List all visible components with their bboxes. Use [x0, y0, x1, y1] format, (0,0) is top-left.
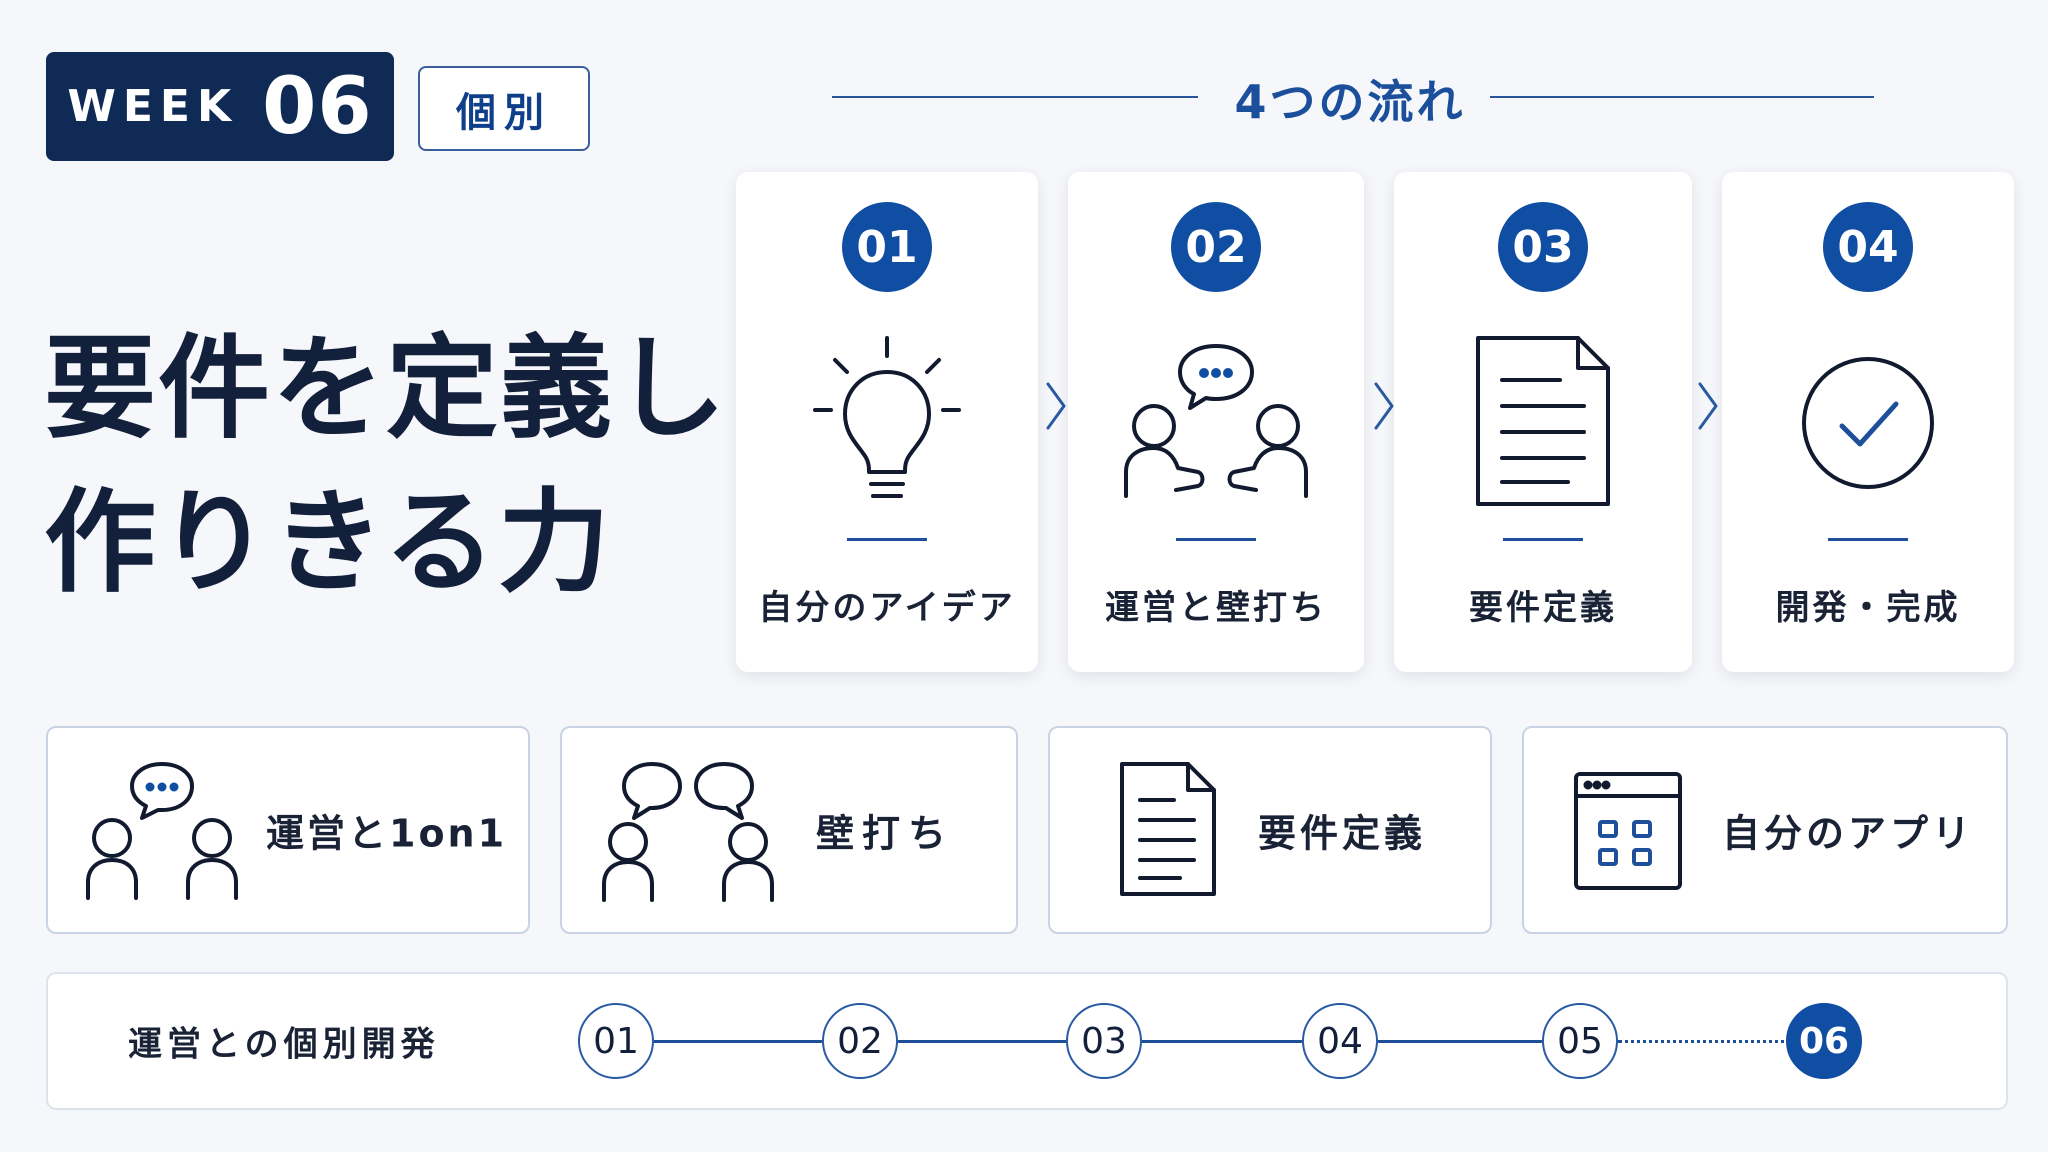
week-number: 06 — [262, 61, 373, 152]
lightbulb-icon — [807, 332, 967, 516]
item-box-my-app: 自分のアプリ — [1522, 726, 2008, 934]
item-label-my-app: 自分のアプリ — [1722, 811, 1975, 856]
item-box-1on1: 運営と1on1 — [46, 726, 530, 934]
flow-heading: 4つの流れ — [1234, 75, 1466, 129]
page-title-line-1: 要件を定義し — [44, 324, 728, 454]
discussion-icon — [1116, 332, 1316, 512]
item-box-requirements: 要件定義 — [1048, 726, 1492, 934]
item-label-requirements: 要件定義 — [1258, 811, 1427, 856]
step-label-4: 開発・完成 — [1775, 588, 1961, 628]
timeline-node-04: 04 — [1302, 1003, 1378, 1079]
timeline-connector — [654, 1040, 822, 1043]
step-number-2: 02 — [1171, 202, 1261, 292]
check-circle-icon — [1796, 348, 1940, 502]
timeline-connector — [1378, 1040, 1542, 1043]
flow-step-4: 04 開発・完成 — [1722, 172, 2014, 672]
item-box-kabeuchi: 壁打ち — [560, 726, 1018, 934]
timeline-label: 運営との個別開発 — [128, 1024, 440, 1065]
flow-heading-rule-right — [1490, 96, 1874, 98]
page-title: 要件を定義し 作りきる力 — [44, 312, 728, 620]
step-label-3: 要件定義 — [1469, 588, 1617, 628]
item-label-kabeuchi: 壁打ち — [816, 811, 955, 856]
chevron-right-icon — [1044, 380, 1068, 436]
page-title-line-2: 作りきる力 — [44, 478, 612, 608]
timeline-node-03: 03 — [1066, 1003, 1142, 1079]
week-badge: WEEK 06 — [46, 52, 394, 161]
app-window-icon — [1572, 770, 1684, 896]
chevron-right-icon — [1372, 380, 1396, 436]
timeline-connector-dotted — [1618, 1040, 1834, 1043]
timeline-node-02: 02 — [822, 1003, 898, 1079]
timeline: 運営との個別開発 01 02 03 04 05 06 — [46, 972, 2008, 1110]
step-label-1: 自分のアイデア — [758, 588, 1016, 628]
one-on-one-icon — [82, 758, 242, 912]
week-label: WEEK — [67, 81, 239, 132]
step-number-3: 03 — [1498, 202, 1588, 292]
step-rule-3 — [1503, 538, 1583, 541]
mode-badge: 個別 — [418, 66, 590, 151]
document-icon — [1116, 760, 1220, 904]
flow-step-1: 01 自分のアイデア — [736, 172, 1038, 672]
document-icon — [1468, 332, 1618, 516]
timeline-connector — [1142, 1040, 1302, 1043]
item-label-1on1: 運営と1on1 — [266, 811, 508, 856]
flow-step-2: 02 運営と壁打ち — [1068, 172, 1364, 672]
timeline-node-06-current: 06 — [1786, 1003, 1862, 1079]
flow-heading-rule-left — [832, 96, 1198, 98]
conversation-icon — [598, 758, 778, 912]
step-rule-2 — [1176, 538, 1256, 541]
step-number-4: 04 — [1823, 202, 1913, 292]
step-label-2: 運営と壁打ち — [1105, 588, 1327, 628]
flow-step-3: 03 要件定義 — [1394, 172, 1692, 672]
chevron-right-icon — [1696, 380, 1720, 436]
timeline-node-05: 05 — [1542, 1003, 1618, 1079]
timeline-node-01: 01 — [578, 1003, 654, 1079]
step-number-1: 01 — [842, 202, 932, 292]
timeline-connector — [898, 1040, 1066, 1043]
step-rule-4 — [1828, 538, 1908, 541]
step-rule-1 — [847, 538, 927, 541]
